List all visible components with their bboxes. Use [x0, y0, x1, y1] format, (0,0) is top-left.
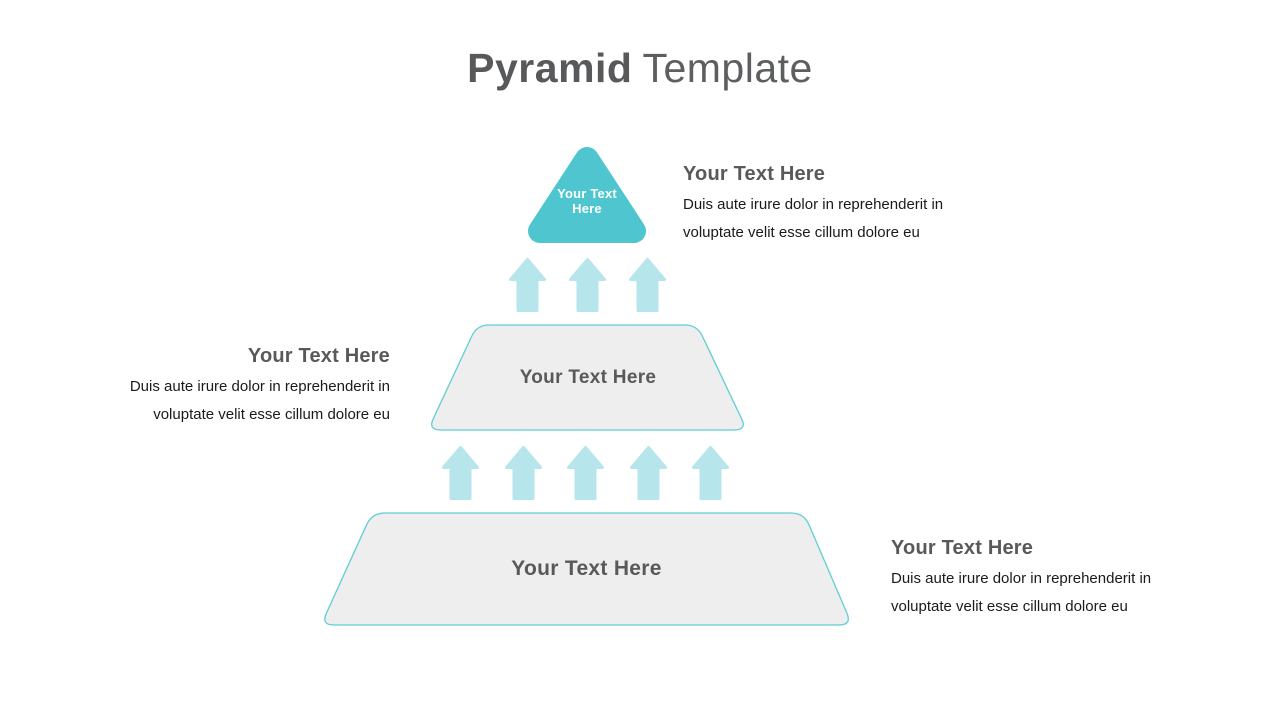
annotation-body-line2: voluptate velit esse cillum dolore eu: [683, 224, 920, 241]
up-arrow-icon: [569, 258, 606, 312]
annotation-heading: Your Text Here: [247, 345, 390, 367]
pyramid-top-label-line2: Here: [572, 201, 602, 216]
annotation-top-right: Your Text Here Duis aute irure dolor in …: [683, 162, 943, 247]
up-arrow-icon: [567, 446, 604, 500]
annotation-heading: Your Text Here: [891, 537, 1034, 559]
pyramid-top-triangle: [528, 147, 646, 243]
annotation-bottom-right: Your Text Here Duis aute irure dolor in …: [891, 536, 1151, 621]
up-arrow-icon: [630, 446, 667, 500]
annotation-body-line2: voluptate velit esse cillum dolore eu: [153, 406, 390, 423]
pyramid-top-label: Your Text Here: [527, 186, 647, 216]
up-arrow-icon: [629, 258, 666, 312]
up-arrow-icon: [505, 446, 542, 500]
pyramid-bottom-trapezoid: [324, 512, 849, 626]
up-arrow-icon: [442, 446, 479, 500]
pyramid-bottom-label: Your Text Here: [511, 557, 662, 580]
title-word-light: Template: [642, 45, 813, 91]
up-arrow-icon: [692, 446, 729, 500]
pyramid-middle-trapezoid: [431, 324, 744, 431]
trapezoid-shape: [324, 512, 849, 626]
annotation-middle-left: Your Text Here Duis aute irure dolor in …: [130, 344, 390, 429]
up-arrow-icon: [509, 258, 546, 312]
annotation-body-line1: Duis aute irure dolor in reprehenderit i…: [683, 196, 944, 213]
annotation-body-line1: Duis aute irure dolor in reprehenderit i…: [129, 378, 390, 395]
triangle-shape: [528, 147, 646, 243]
annotation-heading: Your Text Here: [683, 163, 826, 185]
pyramid-top-label-line1: Your Text: [557, 186, 617, 201]
title-word-bold: Pyramid: [467, 45, 633, 91]
annotation-body-line1: Duis aute irure dolor in reprehenderit i…: [891, 570, 1152, 587]
trapezoid-shape: [431, 324, 744, 431]
annotation-body-line2: voluptate velit esse cillum dolore eu: [891, 598, 1128, 615]
pyramid-middle-label: Your Text Here: [519, 367, 657, 388]
